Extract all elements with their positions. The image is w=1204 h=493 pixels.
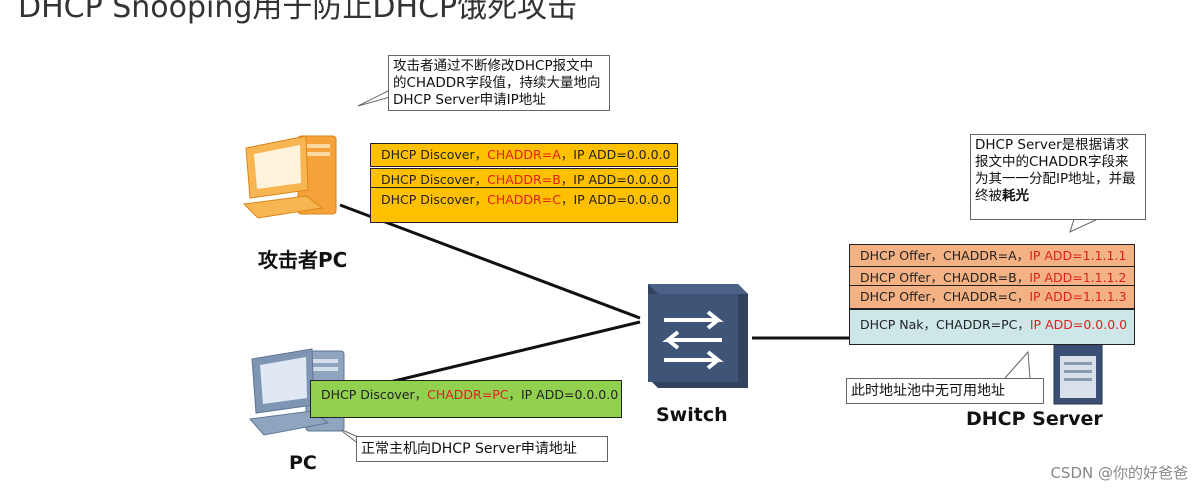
- server-callout: DHCP Server是根据请求报文中的CHADDR字段来为其一一分配IP地址，…: [970, 134, 1146, 220]
- page-title: DHCP Snooping用于防止DHCP饿死攻击: [18, 0, 578, 25]
- nak-message: DHCP Nak，CHADDR=PC，IP ADD=0.0.0.0: [849, 309, 1135, 345]
- pc-label: PC: [289, 452, 317, 474]
- switch-label: Switch: [656, 404, 728, 426]
- discover-message: DHCP Discover，CHADDR=C，IP ADD=0.0.0.0: [370, 187, 678, 223]
- pc-callout: 正常主机向DHCP Server申请地址: [356, 436, 608, 462]
- server-callout-bold: 耗光: [1002, 188, 1029, 204]
- offer-message: DHCP Offer，CHADDR=A，IP ADD=1.1.1.1: [849, 244, 1135, 268]
- offer-message: DHCP Offer，CHADDR=B，IP ADD=1.1.1.2: [849, 266, 1135, 290]
- attacker-pc-label: 攻击者PC: [258, 244, 347, 273]
- pc-icon: [249, 348, 345, 436]
- pool-callout: 此时地址池中无可用地址: [846, 378, 1044, 404]
- attacker-label-suffix: PC: [318, 248, 348, 272]
- attacker-pc-icon: [242, 135, 337, 219]
- link-pc-switch: [389, 320, 641, 384]
- attacker-callout: 攻击者通过不断修改DHCP报文中的CHADDR字段值，持续大量地向DHCP Se…: [388, 55, 610, 111]
- link-attacker-switch: [339, 203, 641, 320]
- offer-message: DHCP Offer，CHADDR=C，IP ADD=1.1.1.3: [849, 285, 1135, 309]
- pc-discover-message: DHCP Discover，CHADDR=PC，IP ADD=0.0.0.0: [310, 380, 622, 418]
- discover-message: DHCP Discover，CHADDR=A，IP ADD=0.0.0.0: [370, 143, 678, 167]
- attacker-label-text: 攻击者: [258, 248, 318, 272]
- callout-pointer-attacker: [357, 89, 391, 107]
- switch-icon: [648, 284, 748, 388]
- callout-pointer-pool: [1004, 350, 1031, 379]
- server-label: DHCP Server: [966, 408, 1103, 430]
- server-callout-text: DHCP Server是根据请求报文中的CHADDR字段来为其一一分配IP地址，…: [975, 137, 1136, 204]
- watermark: CSDN @你的好爸爸: [1050, 464, 1188, 482]
